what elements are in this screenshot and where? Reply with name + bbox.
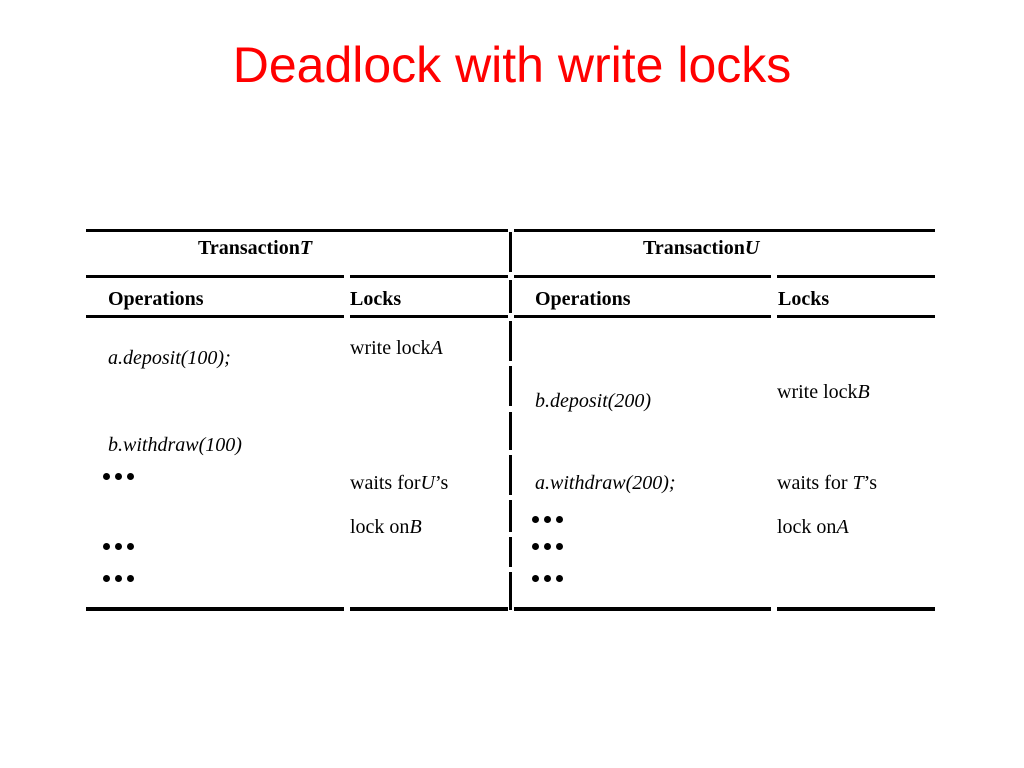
t-lock-waits: waits forU’s [350,471,448,495]
col-t-locks: Locks [350,288,402,310]
ellipsis-icon [103,575,134,582]
t-lock2-who: U [420,472,435,494]
ellipsis-icon [532,575,563,582]
header-t-word: Transaction [198,237,300,259]
column-rule-t-ops [86,315,344,318]
table-bottom-rule-t-ops [86,607,344,611]
ellipsis-icon [103,543,134,550]
table-bottom-rule-t-locks [350,607,508,611]
table-bottom-rule-u-locks [777,607,935,611]
t-lock-on: lock onB [350,515,422,539]
t-lock2-pre: waits for [350,472,421,494]
divider-segment [509,280,512,313]
t-op-withdraw: b.withdraw(100) [108,434,242,456]
u-lock-waits: waits for T’s [777,471,877,495]
t-lock1-text: write lock [350,337,431,359]
ellipsis-icon [103,473,134,480]
header-transaction-t: TransactionT [198,236,312,260]
column-rule-t-locks [350,315,508,318]
u-lock2-line2: lock on [777,516,837,538]
u-lock-write-b: write lockB [777,380,870,404]
divider-segment [509,572,512,610]
t-lock2-line2: lock on [350,516,410,538]
t-lock2-obj: B [409,516,422,538]
u-lock1-obj: B [857,381,870,403]
u-lock2-obj: A [836,516,849,538]
u-op-withdraw: a.withdraw(200); [535,472,676,494]
divider-segment [509,455,512,495]
col-t-operations: Operations [108,288,204,310]
header-rule-u-ops [514,275,771,278]
u-lock2-who: T [852,472,864,494]
divider-segment [509,232,512,272]
ellipsis-icon [532,543,563,550]
table-top-rule-right [514,229,935,232]
divider-segment [509,537,512,567]
table-top-rule-left [86,229,508,232]
header-u-word: Transaction [643,237,745,259]
col-u-locks: Locks [778,288,830,310]
divider-segment [509,366,512,406]
u-lock2-pre: waits for [777,472,853,494]
header-rule-u-locks [777,275,935,278]
header-transaction-u: TransactionU [643,236,759,260]
header-t-name: T [299,237,313,259]
table-bottom-rule-u-ops [514,607,771,611]
column-rule-u-ops [514,315,771,318]
u-lock2-post: ’s [863,472,878,494]
header-rule-t-ops [86,275,344,278]
t-lock1-obj: A [430,337,443,359]
slide-title: Deadlock with write locks [232,37,792,93]
header-u-name: U [744,237,760,259]
u-lock-on: lock onA [777,515,849,539]
column-rule-u-locks [777,315,935,318]
u-op-deposit: b.deposit(200) [535,390,652,412]
t-op-deposit: a.deposit(100); [108,347,231,369]
divider-segment [509,321,512,361]
t-lock2-post: ’s [435,472,449,494]
t-lock-write-a: write lockA [350,336,443,360]
col-u-operations: Operations [535,288,631,310]
divider-segment [509,412,512,450]
header-rule-t-locks [350,275,508,278]
u-lock1-text: write lock [777,381,858,403]
ellipsis-icon [532,516,563,523]
divider-segment [509,500,512,532]
